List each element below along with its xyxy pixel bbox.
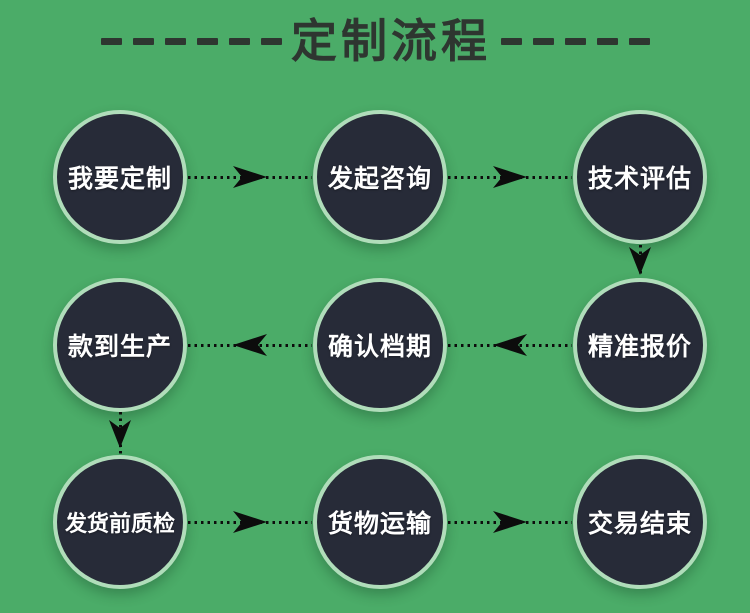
flow-step-4: 精准报价 (573, 278, 707, 412)
arrow-down-icon (629, 247, 651, 275)
flow-step-6-label: 款到生产 (67, 333, 172, 361)
flow-step-8: 货物运输 (313, 455, 447, 589)
arrow-right-icon (493, 166, 527, 188)
connector-step2-step3 (448, 164, 572, 190)
arrow-down-icon (109, 419, 131, 448)
flow-step-7-label: 发货前质检 (64, 511, 175, 536)
connector-step7-step8 (188, 509, 312, 535)
flow-step-6: 款到生产 (53, 278, 187, 412)
arrow-right-icon (233, 511, 267, 533)
page-title: 定制流程 (291, 15, 491, 67)
title-dash (100, 38, 122, 46)
flow-step-1: 我要定制 (53, 110, 187, 244)
connector-step1-step2 (188, 164, 312, 190)
title-dash (500, 38, 522, 46)
connector-step4-step5 (448, 332, 572, 358)
flow-step-5-label: 确认档期 (327, 333, 432, 361)
connector-step3-step4 (627, 245, 653, 277)
arrow-left-icon (233, 334, 267, 356)
title-dash (132, 38, 154, 46)
title-dash (260, 38, 282, 46)
arrow-right-icon (233, 166, 267, 188)
title-dashes-left (95, 38, 287, 46)
title-dash (628, 38, 650, 46)
flow-step-3: 技术评估 (573, 110, 707, 244)
flow-step-7: 发货前质检 (53, 455, 187, 589)
arrow-right-icon (493, 511, 527, 533)
flow-step-9: 交易结束 (573, 455, 707, 589)
title-dash (596, 38, 618, 46)
arrow-left-icon (493, 334, 527, 356)
flow-step-9-label: 交易结束 (587, 510, 692, 538)
connector-step6-step7 (107, 412, 133, 455)
flow-step-2-label: 发起咨询 (327, 165, 432, 193)
flow-step-5: 确认档期 (313, 278, 447, 412)
connector-step8-step9 (448, 509, 572, 535)
title-dash (196, 38, 218, 46)
title-dash (228, 38, 250, 46)
flow-step-2: 发起咨询 (313, 110, 447, 244)
flow-step-1-label: 我要定制 (67, 165, 172, 193)
flow-step-8-label: 货物运输 (327, 510, 432, 538)
flow-step-4-label: 精准报价 (587, 333, 692, 361)
title-dash (532, 38, 554, 46)
flow-step-3-label: 技术评估 (587, 165, 692, 193)
connector-step5-step6 (188, 332, 312, 358)
diagram-title-row: 定制流程 (0, 14, 750, 69)
title-dash (164, 38, 186, 46)
title-dash (564, 38, 586, 46)
title-dashes-right (495, 38, 655, 46)
